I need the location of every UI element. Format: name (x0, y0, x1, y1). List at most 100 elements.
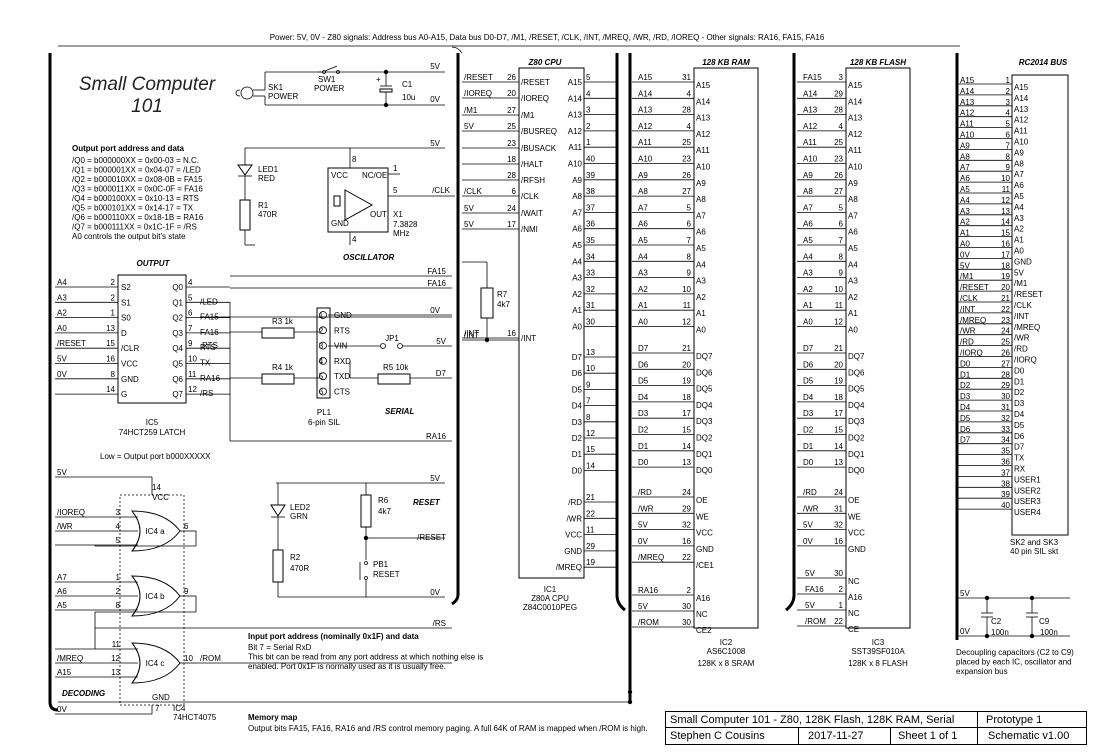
bus-pin-num: 30 (1001, 392, 1010, 401)
title-block-status: Prototype 1 (986, 714, 1043, 726)
ram-ctrl-pin: OE (696, 496, 708, 505)
latch-out-name: Q4 (172, 344, 183, 353)
ram-ctrl-net: /MREQ (638, 553, 664, 562)
flash-ctrl-num: 16 (834, 537, 843, 546)
bus-net: /INT (960, 305, 975, 314)
ram-addr-pin: A13 (696, 114, 711, 123)
z80-addr: A6 (572, 225, 582, 234)
ram-addr-net: A7 (638, 203, 648, 212)
flash-data-pin: DQ1 (848, 450, 865, 459)
z80-addr-num: 34 (586, 252, 595, 261)
flash-extra-num: 2 (839, 585, 844, 594)
r6 (360, 494, 372, 528)
title-block-sheet: Sheet 1 of 1 (898, 730, 958, 742)
flash-addr-net: A0 (803, 318, 813, 327)
flash-addr-num: 7 (839, 236, 844, 245)
input-note-heading: Input port address (nominally 0x1F) and … (248, 632, 419, 641)
r1 (239, 199, 251, 231)
r6-val: 4k7 (378, 507, 391, 516)
r1-label: R1 (258, 201, 269, 210)
net-fa15: FA15 (427, 267, 446, 276)
z80-pin-name: /INT (521, 334, 536, 343)
bus-pin-num: 11 (1002, 185, 1011, 194)
bus-net: /M1 (960, 272, 974, 281)
latch-pin-name: VCC (121, 360, 138, 369)
z80-addr-num: 37 (586, 203, 595, 212)
junction (627, 699, 633, 705)
ram-addr-pin: A14 (696, 97, 711, 106)
pl1-pin (319, 341, 327, 350)
z80-addr: A10 (568, 160, 583, 169)
r7-val: 4k7 (497, 300, 510, 309)
ram-addr-num: 6 (687, 220, 692, 229)
z80-net: /INT (464, 329, 479, 338)
flash-extra-num: 30 (834, 569, 843, 578)
x1-freq: 7.3828 (393, 220, 418, 229)
bus-connector (1011, 74, 1069, 536)
latch-out-name: Q6 (172, 375, 183, 384)
flash-addr-pin: A0 (848, 326, 858, 335)
pl1-pin-num: 1 (319, 311, 324, 320)
bus-pin-name: A8 (1014, 159, 1024, 168)
latch-pin-name: /CLR (121, 344, 139, 353)
z80-pin-num: 28 (507, 171, 516, 180)
flash-data-pin: DQ5 (848, 385, 865, 394)
r6-label: R6 (378, 496, 389, 505)
ram-extra-net: /ROM (638, 618, 659, 627)
net-int: /INT (464, 331, 479, 340)
ram-addr-num: 10 (682, 285, 691, 294)
bus-pin-name: /M1 (1014, 279, 1028, 288)
led1-triangle (237, 164, 253, 176)
ram-addr-net: A11 (638, 138, 652, 147)
gate-in-net: A15 (57, 668, 72, 677)
flash-addr-pin: A3 (848, 277, 858, 286)
ram-addr-net: A14 (638, 89, 653, 98)
ram-data-net: D2 (638, 426, 649, 435)
ram-data-net: D0 (638, 458, 649, 467)
c1-plus: + (376, 75, 381, 84)
z80-pin-num: 16 (507, 329, 516, 338)
bus-pin-name: A15 (1014, 83, 1029, 92)
pl1-pin-num: 5 (319, 372, 324, 381)
pl1-pin-num: 4 (319, 357, 324, 366)
junction (363, 535, 369, 541)
bus-ram-right (785, 53, 796, 612)
latch-title: OUTPUT (137, 259, 171, 268)
ram-extra-net: 5V (638, 602, 648, 611)
gate-in-net: /IOREQ (57, 508, 85, 517)
bus-z80-right (615, 53, 626, 612)
flash-ctrl-pin: VCC (848, 529, 865, 538)
flash-data-num: 20 (834, 360, 843, 369)
jp1-b (397, 343, 403, 349)
net-reset: /RESET (417, 533, 446, 542)
bus-pin-num: 4 (1006, 109, 1011, 118)
ram-extra-pin: CE2 (696, 626, 712, 635)
bus-pin-num: 38 (1001, 479, 1010, 488)
bus-pin-name: A4 (1014, 203, 1024, 212)
flash-addr-num: 8 (839, 252, 844, 261)
bus-pin-name: /CLK (1014, 301, 1032, 310)
ram-addr-num: 12 (682, 318, 691, 327)
ram-data-pin: DQ7 (696, 352, 713, 361)
bus-z80-left (451, 53, 460, 606)
ram-ctrl-net: /RD (638, 488, 652, 497)
osc-pin4: 4 (352, 235, 357, 244)
bus-net: A2 (960, 218, 970, 227)
osc-pin1: 1 (393, 164, 398, 173)
flash-addr-net: A13 (803, 106, 818, 115)
flash-addr-pin: A8 (848, 195, 858, 204)
flash-extra-num: 22 (834, 617, 843, 626)
z80-addr-num: 35 (586, 236, 595, 245)
ram-extra-pin: NC (696, 610, 708, 619)
ram-data-num: 15 (682, 426, 691, 435)
z80-pin-name: /RFSH (521, 176, 545, 185)
ram-addr-pin: A10 (696, 163, 711, 172)
led1-color: RED (258, 174, 275, 183)
left-bus (48, 53, 59, 712)
bus-pin-name: A10 (1014, 138, 1029, 147)
z80-net: 5V (464, 122, 474, 131)
bus-pin-num: 14 (1001, 218, 1010, 227)
bus-pin-num: 15 (1001, 229, 1010, 238)
bus-pin-num: 36 (1001, 458, 1010, 467)
or-gate (130, 575, 181, 617)
